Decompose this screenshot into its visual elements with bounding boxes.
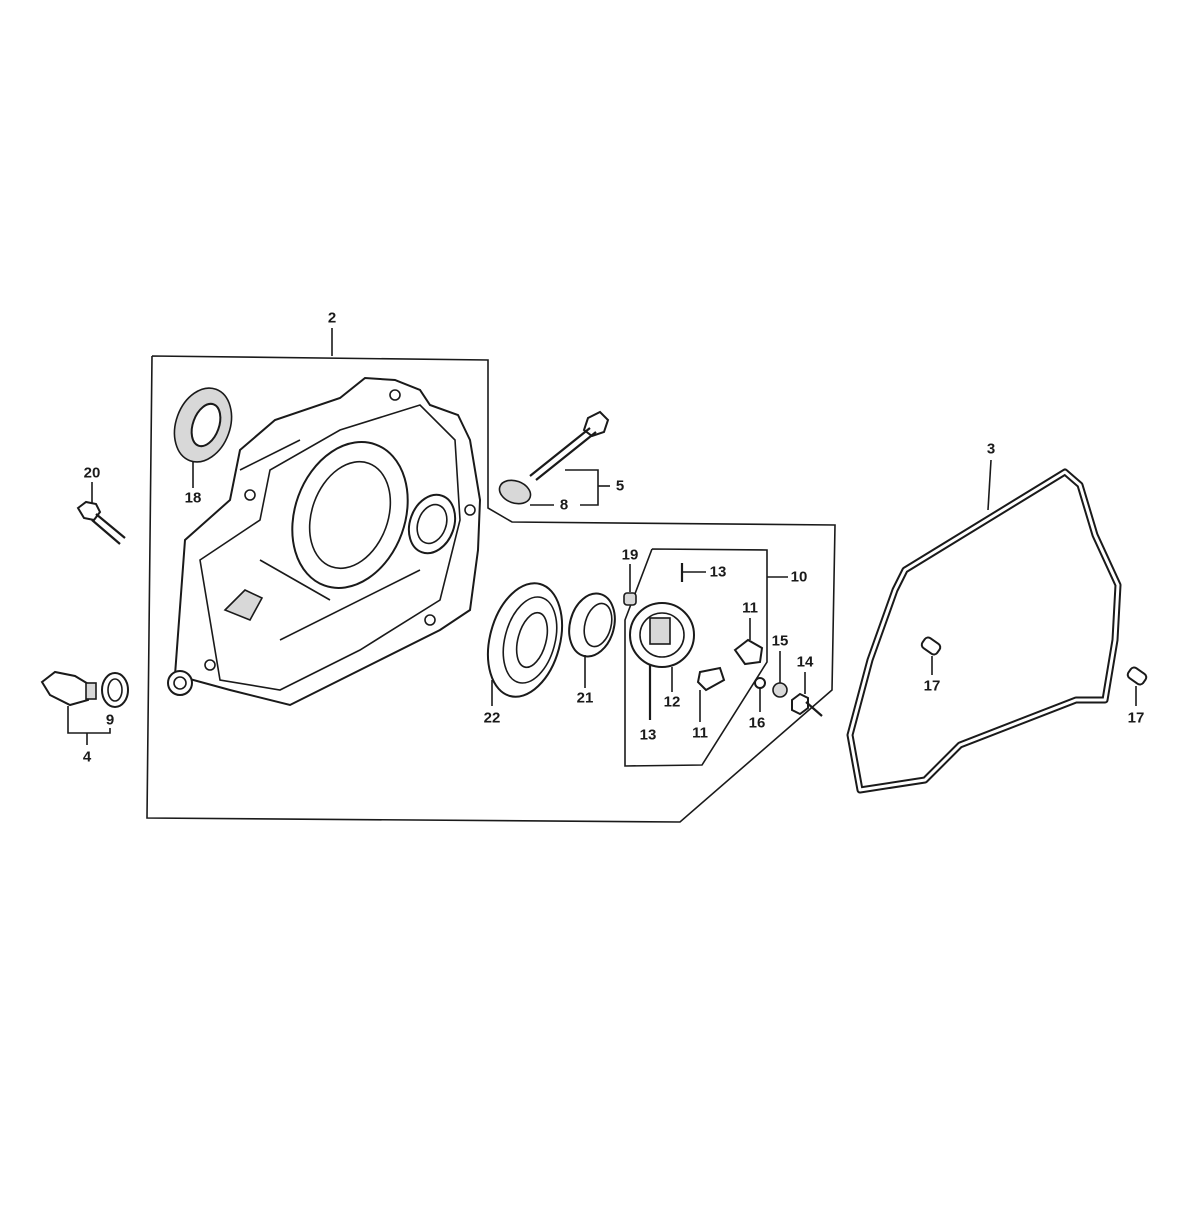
callout-12: 12 xyxy=(663,693,681,711)
callout-18: 18 xyxy=(184,489,202,507)
callout-3: 3 xyxy=(986,440,996,458)
callout-11a: 11 xyxy=(742,599,758,617)
callout-13b: 13 xyxy=(639,726,657,744)
main-frame-outline xyxy=(146,328,836,823)
callout-11b: 11 xyxy=(692,724,708,742)
dowel-pins xyxy=(920,636,1148,706)
nut-19 xyxy=(623,564,637,606)
callout-2: 2 xyxy=(327,309,337,327)
callout-4: 4 xyxy=(82,748,92,766)
oil-seal xyxy=(173,387,233,488)
callout-16: 16 xyxy=(748,714,766,732)
callout-8: 8 xyxy=(559,496,569,514)
crankcase-gasket xyxy=(846,459,1122,794)
oil-pump-frame-outline xyxy=(624,548,788,767)
callout-15: 15 xyxy=(771,632,789,650)
callout-5: 5 xyxy=(615,477,625,495)
callout-17b: 17 xyxy=(1127,709,1145,727)
bolt-20 xyxy=(76,482,126,545)
ball-bearing-small xyxy=(568,592,616,688)
callout-20: 20 xyxy=(83,464,101,482)
governor-shaft xyxy=(498,410,610,506)
callout-9: 9 xyxy=(105,711,115,729)
crankcase-cover xyxy=(167,376,482,707)
callout-17a: 17 xyxy=(923,677,941,695)
oil-pump-parts xyxy=(629,563,823,722)
callout-19: 19 xyxy=(621,546,639,564)
oil-filler-cap xyxy=(40,670,129,745)
callout-10: 10 xyxy=(790,568,808,586)
callout-22: 22 xyxy=(483,709,501,727)
callout-14: 14 xyxy=(796,653,814,671)
ball-bearing-large xyxy=(487,582,563,706)
callout-21: 21 xyxy=(576,689,594,707)
callout-13a: 13 xyxy=(709,563,727,581)
